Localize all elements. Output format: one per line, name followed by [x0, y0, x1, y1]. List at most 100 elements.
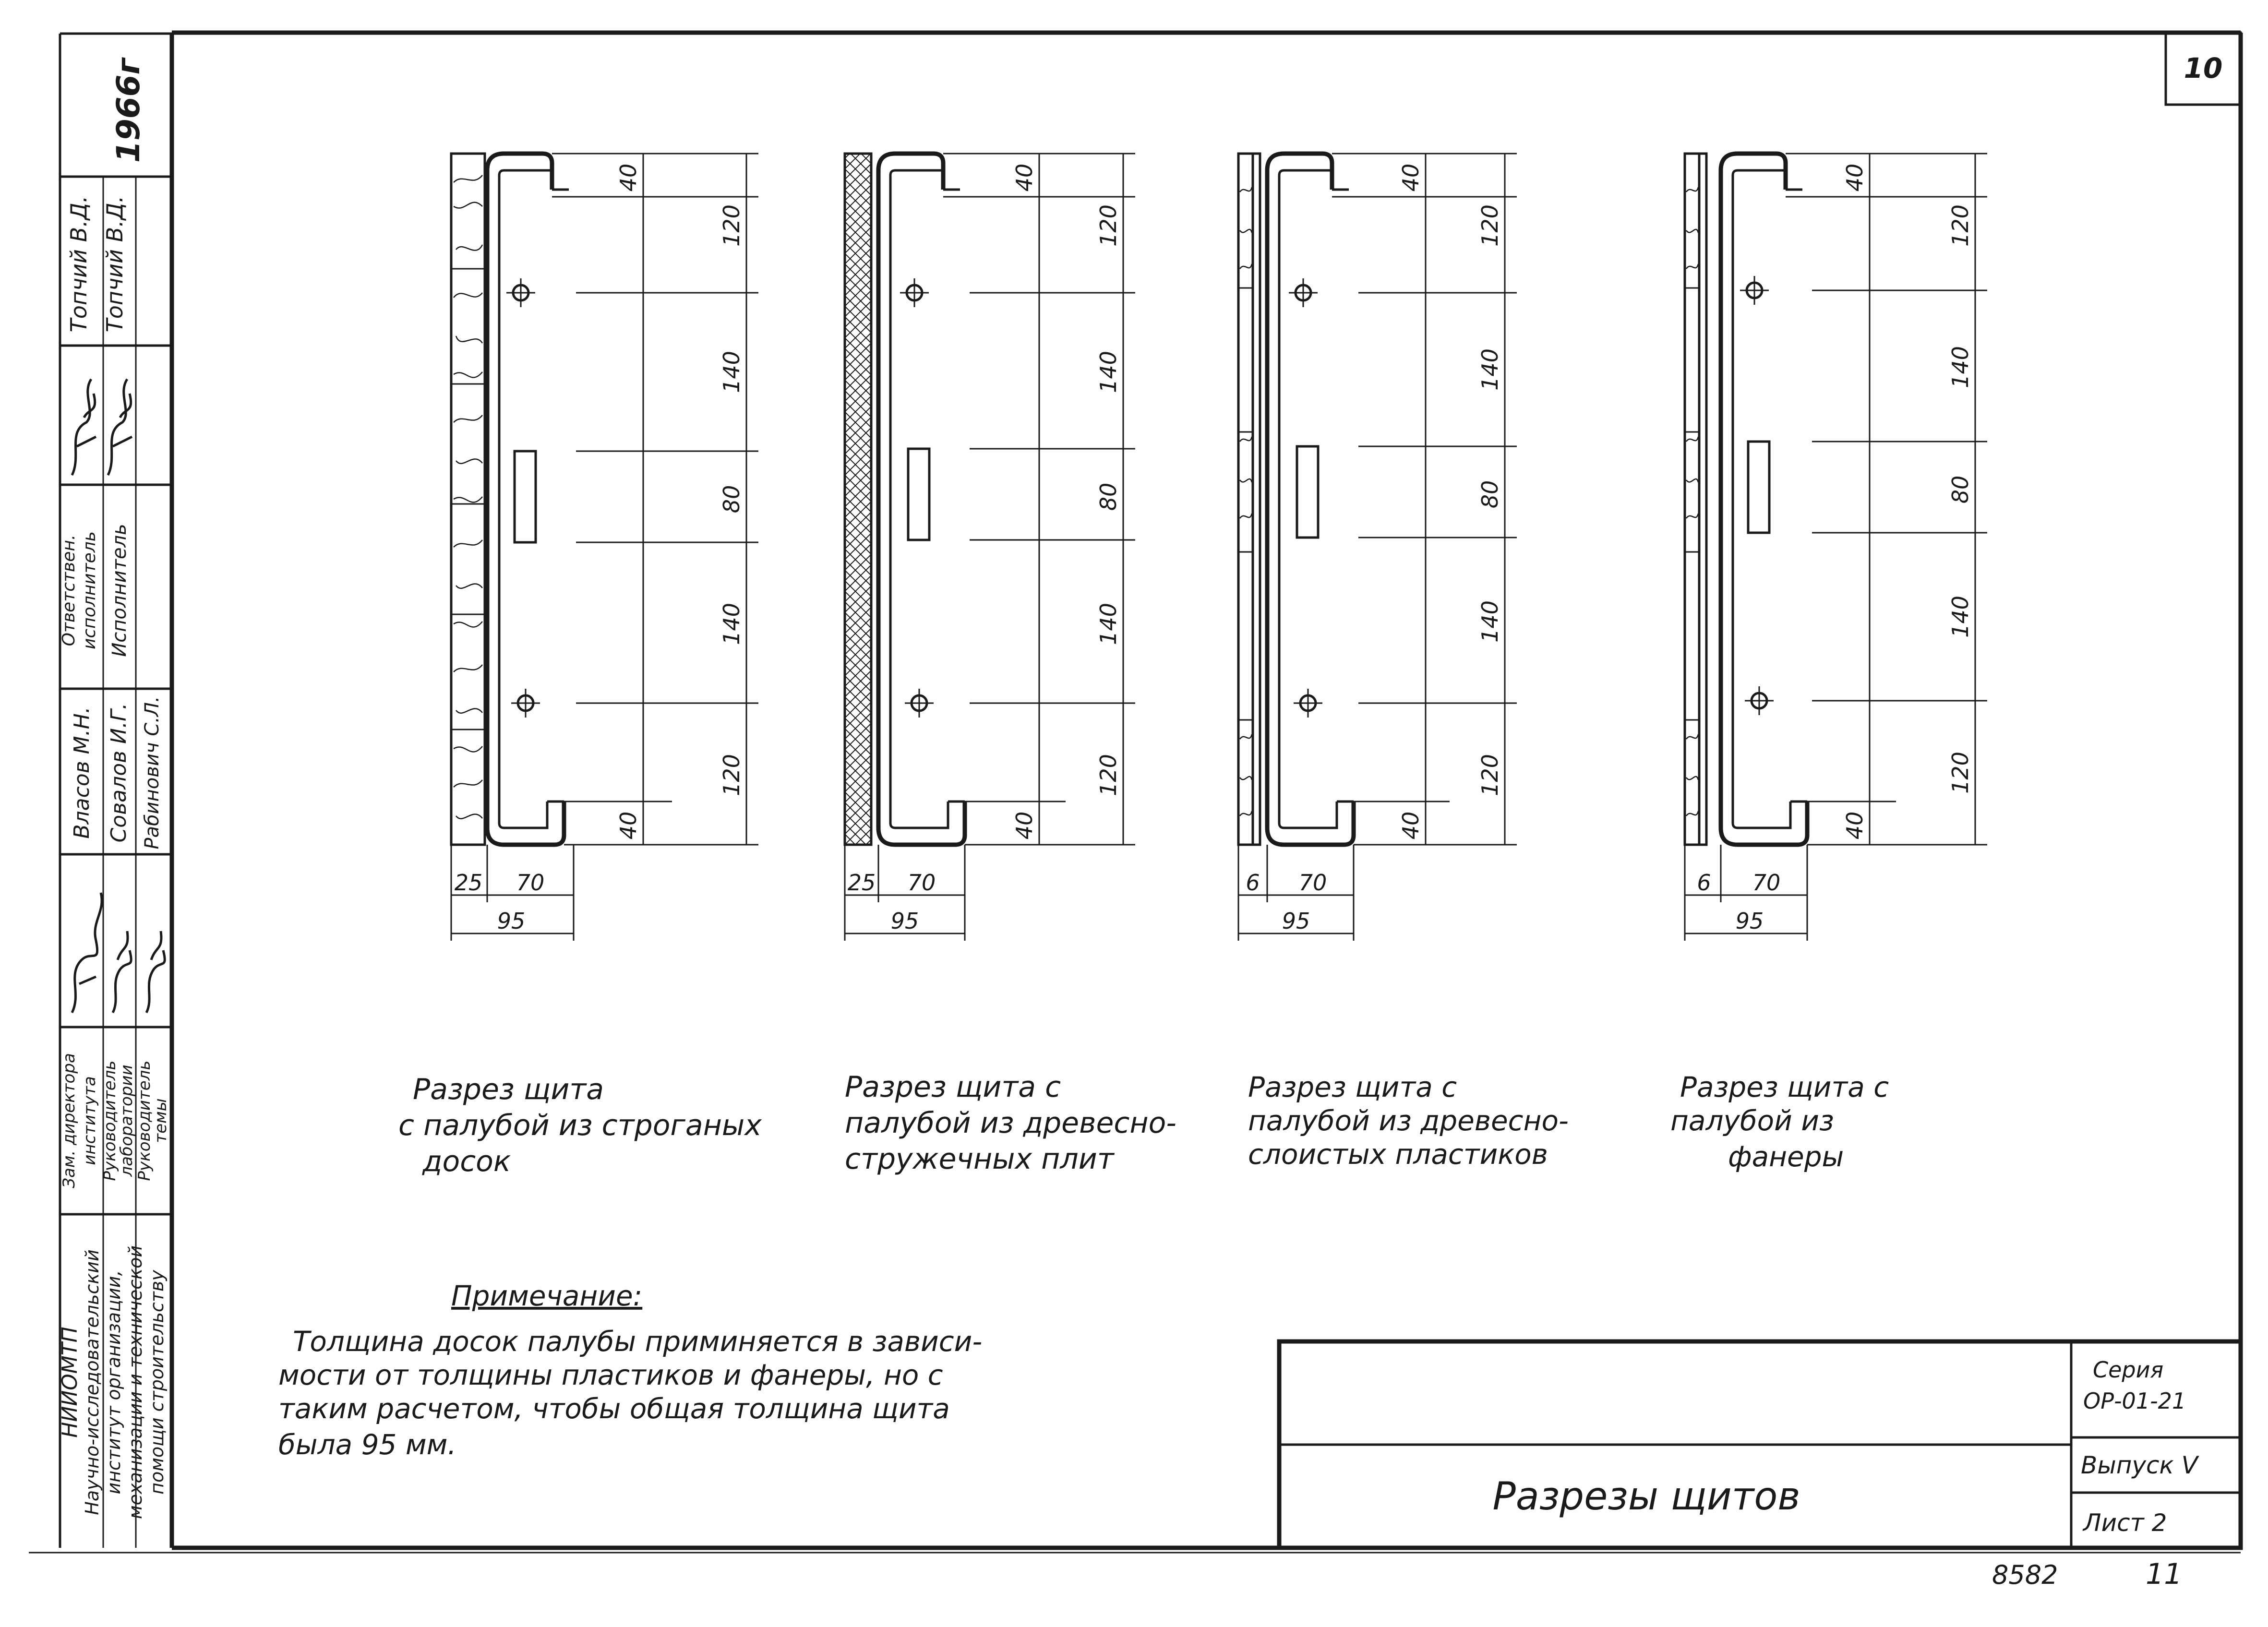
bolt-hole-top [1740, 276, 1769, 305]
dim-40-top: 40 [1011, 164, 1037, 192]
caption-3-line-3: слоистых пластиков [1248, 1138, 1548, 1171]
bolt-hole-top [900, 278, 929, 307]
dim-40-bottom: 40 [1011, 812, 1037, 840]
dim-120-top: 120 [719, 204, 744, 247]
section-planed-boards: 40 120 140 80 140 120 40 25 70 95 [450, 151, 758, 941]
bolt-hole-bottom [511, 689, 540, 718]
drawing-title: Разрезы щитов [1493, 1474, 1800, 1519]
sheet-frame [29, 30, 2243, 1554]
dim-95: 95 [891, 908, 919, 934]
dim-70: 70 [908, 870, 936, 896]
dim-140-top: 140 [1095, 351, 1121, 393]
dim-140-top: 140 [1947, 346, 1973, 388]
bolt-hole-top [506, 278, 535, 307]
section-plywood: 40 120 140 80 140 120 40 6 70 95 [1683, 151, 1987, 941]
dim-95: 95 [1282, 908, 1310, 934]
steel-channel [485, 151, 566, 847]
steel-channel [1265, 151, 1356, 847]
slot [1747, 440, 1771, 534]
bolt-hole-bottom [1745, 686, 1774, 715]
bolt-hole-bottom [1294, 689, 1322, 718]
stamp-org-4: механизации и технической [125, 1245, 146, 1519]
dim-70: 70 [1752, 870, 1781, 896]
bolt-hole-bottom [905, 689, 934, 718]
section-laminated-plastic: 40 120 140 80 140 120 40 6 70 95 [1237, 151, 1517, 941]
dim-140-bottom: 140 [719, 603, 744, 645]
stamp-signature-5 [145, 931, 166, 1014]
horizontal-dimensions [1237, 845, 1355, 941]
dim-140-bottom: 140 [1477, 600, 1503, 643]
stamp-role-2b: лаборатории [117, 1065, 136, 1177]
section-particle-board: 40 120 140 80 140 120 40 25 70 95 [843, 151, 1135, 941]
note-title: Примечание: [451, 1280, 642, 1312]
stamp-role-1b: института [80, 1076, 99, 1165]
caption-1-line-3: досок [422, 1145, 511, 1178]
dim-140-top: 140 [1477, 348, 1503, 391]
stamp-role-3b: темы [151, 1098, 170, 1143]
dim-25: 25 [455, 870, 483, 896]
dim-40-top: 40 [615, 164, 641, 192]
dim-70: 70 [516, 870, 545, 896]
stamp-role-4b: исполнитель [80, 531, 99, 649]
horizontal-dimensions [1684, 845, 1808, 941]
steel-channel [1718, 151, 1810, 847]
stamp-signature-3 [71, 892, 103, 1014]
note-line-4: была 95 мм. [278, 1428, 456, 1461]
vertical-dimensions [552, 153, 758, 846]
slot [907, 447, 931, 541]
note-line-2: мости от толщины пластиков и фанеры, но … [278, 1359, 943, 1391]
vertical-dimensions [1332, 153, 1517, 846]
dim-120-top: 120 [1477, 204, 1503, 247]
series-value: ОР-01-21 [2083, 1388, 2186, 1414]
dim-40-bottom: 40 [615, 812, 641, 840]
caption-4-line-2: палубой из [1670, 1104, 1834, 1137]
dim-70: 70 [1299, 870, 1327, 896]
footer: 8582 11 [1992, 1557, 2182, 1591]
stamp-role-4a: Ответствен. [59, 535, 79, 646]
caption-4-line-3: фанеры [1728, 1140, 1844, 1173]
stamp-signature-1 [71, 378, 97, 476]
stamp-name-3: Рабинович С.Л. [141, 696, 163, 849]
note-block: Примечание: Толщина досок палубы приминя… [278, 1280, 982, 1461]
dim-80: 80 [719, 485, 744, 514]
footer-number-right: 11 [2146, 1557, 2182, 1591]
dim-120-bottom: 120 [1095, 754, 1121, 796]
stamp-year: 1966г [110, 57, 147, 163]
section-captions: Разрез щита с палубой из строганых досок… [398, 1070, 1889, 1178]
board-grain [1238, 187, 1253, 816]
dim-40-bottom: 40 [1842, 812, 1868, 840]
caption-2-line-3: стружечных плит [845, 1142, 1115, 1176]
dim-120-top: 120 [1947, 204, 1973, 247]
dim-6: 6 [1697, 870, 1711, 896]
dim-95: 95 [1736, 908, 1764, 934]
board-grain [1685, 187, 1699, 816]
vertical-dimensions [943, 153, 1135, 846]
board-grain [451, 175, 485, 819]
caption-3-line-1: Разрез щита с [1248, 1071, 1457, 1103]
footer-number-left: 8582 [1992, 1560, 2058, 1590]
vertical-dimensions [1786, 153, 1987, 846]
dim-95: 95 [497, 908, 526, 934]
side-stamp: 1966г Топчий В.Д. Топчий В.Д. Ответствен… [58, 32, 172, 1548]
dim-80: 80 [1947, 476, 1973, 504]
dim-40-top: 40 [1398, 164, 1424, 192]
bolt-hole-top [1289, 278, 1318, 307]
stamp-role-3a: Руководитель [135, 1061, 154, 1181]
dim-6: 6 [1246, 870, 1260, 896]
dim-40-bottom: 40 [1398, 812, 1424, 840]
deck-boards [1237, 152, 1261, 846]
stamp-name-top-2: Топчий В.Д. [102, 196, 128, 333]
caption-3-line-2: палубой из древесно- [1248, 1104, 1569, 1137]
horizontal-dimensions [450, 845, 575, 941]
stamp-role-5: Исполнитель [108, 524, 131, 657]
dim-140-top: 140 [719, 351, 744, 393]
dim-120-bottom: 120 [719, 754, 744, 796]
stamp-org-1: НИИОМТП [58, 1327, 82, 1437]
steel-channel [876, 151, 967, 847]
stamp-org-2: Научно-исследовательский [82, 1249, 103, 1515]
stamp-role-1a: Зам. директора [60, 1053, 79, 1188]
stamp-org-5: помощи строительству [146, 1270, 168, 1495]
sheet-number-box: 10 [2164, 31, 2242, 106]
caption-4-line-1: Разрез щита с [1680, 1071, 1889, 1103]
